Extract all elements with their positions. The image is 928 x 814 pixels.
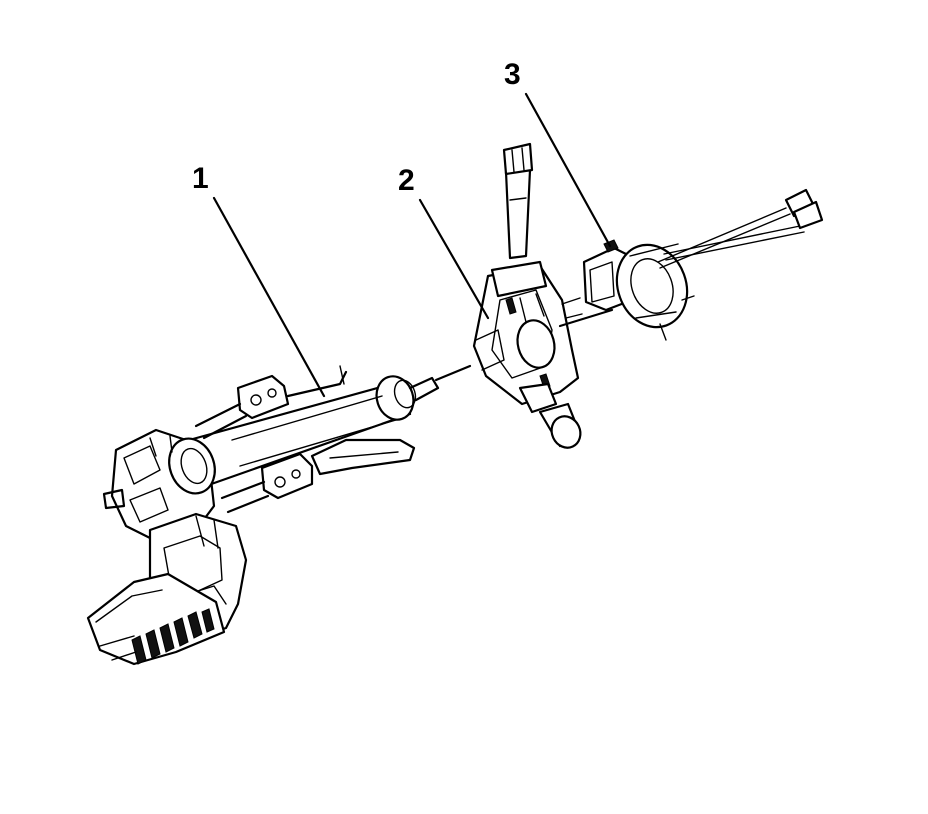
callout-label-1: 1 xyxy=(192,162,209,195)
leader-line-1 xyxy=(212,196,326,398)
leader-line-2 xyxy=(418,198,490,320)
leader-line-3 xyxy=(524,92,612,248)
steering-column-assembly xyxy=(86,364,472,666)
callout-leaders xyxy=(212,92,612,398)
clockspring-assembly xyxy=(582,188,824,341)
multifunction-switch-assembly xyxy=(472,142,614,449)
callout-label-2: 2 xyxy=(398,164,415,197)
callout-label-3: 3 xyxy=(504,58,521,91)
